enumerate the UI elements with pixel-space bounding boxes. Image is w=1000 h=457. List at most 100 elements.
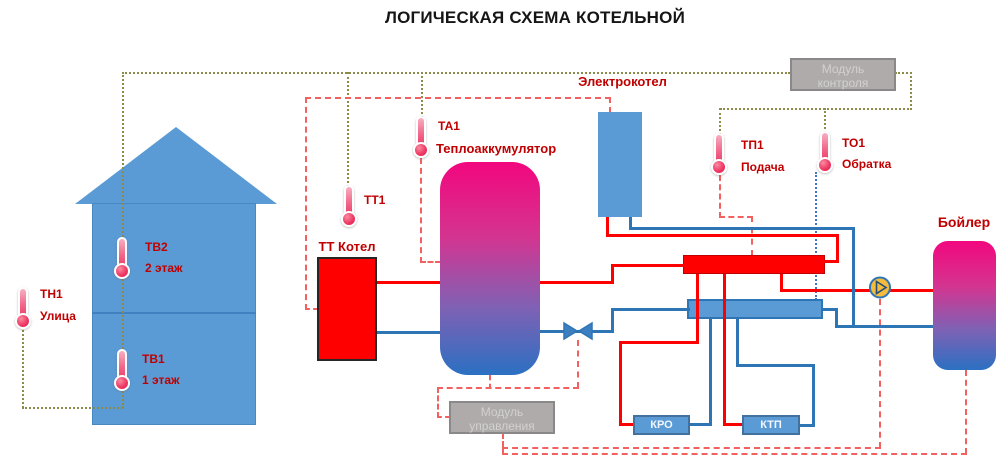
pipe-cold	[800, 424, 815, 427]
pipe-hot	[836, 234, 839, 263]
pipe-hot	[696, 274, 699, 344]
sensor-id-tp1: ТП1	[741, 138, 764, 152]
control-wire	[305, 97, 611, 99]
control-wire	[489, 375, 491, 389]
sensor-wire	[895, 72, 912, 74]
heat-accumulator-tank	[440, 162, 540, 375]
control-wire	[965, 370, 967, 454]
boiler-label: Бойлер	[937, 214, 991, 230]
pipe-hot	[820, 260, 839, 263]
sensor-id-ta1: ТА1	[438, 119, 460, 133]
control-wire	[879, 299, 881, 448]
sensor-wire	[719, 108, 721, 135]
management-module-label-line2: управления	[469, 419, 535, 433]
pipe-cold	[836, 325, 936, 328]
thermometer-icon	[14, 287, 32, 329]
pipe-hot	[723, 274, 726, 426]
sensor-sub-ta1: Теплоаккумулятор	[436, 141, 557, 156]
sensor-sub-tp1: Подача	[741, 160, 785, 174]
control-wire	[502, 453, 967, 455]
control-wire	[420, 158, 422, 263]
sensor-sub-to1: Обратка	[842, 157, 892, 171]
pipe-hot	[723, 423, 745, 426]
thermometer-icon	[113, 349, 131, 391]
pipe-cold	[736, 364, 815, 367]
thermometer-icon	[816, 131, 834, 173]
control-wire	[502, 447, 881, 449]
pipe-cold	[611, 308, 614, 333]
pipe-hot	[606, 234, 839, 237]
pipe-cold	[709, 319, 712, 426]
pipe-hot	[780, 274, 783, 292]
control-module-label-line1: Модуль	[821, 62, 865, 76]
zone-ktp: КТП	[742, 415, 800, 435]
valve-icon	[563, 321, 593, 341]
control-wire	[577, 340, 579, 388]
sensor-id-to1: ТО1	[842, 136, 866, 150]
page-title: ЛОГИЧЕСКАЯ СХЕМА КОТЕЛЬНОЙ	[384, 8, 686, 27]
control-wire	[420, 261, 441, 263]
sensor-wire	[122, 72, 790, 74]
control-wire	[437, 387, 439, 418]
control-wire	[719, 175, 721, 218]
sensor-wire	[22, 407, 123, 409]
sensor-wire	[22, 330, 24, 408]
pipe-cold	[690, 423, 712, 426]
pipe-cold	[736, 318, 739, 367]
pipe-cold	[611, 308, 690, 311]
pipe-hot	[606, 217, 609, 237]
pipe-cold	[629, 217, 632, 230]
control-module-label-line2: контроля	[817, 76, 869, 90]
pipe-hot	[611, 264, 614, 284]
control-wire	[305, 97, 307, 310]
pipe-hot	[619, 341, 622, 426]
control-wire	[609, 97, 611, 113]
pipe-hot	[540, 281, 614, 284]
sensor-wire	[824, 108, 826, 133]
pipe-hot	[377, 281, 441, 284]
thermometer-icon	[113, 237, 131, 279]
sensor-id-tb2: ТВ2	[145, 240, 168, 254]
pipe-cold	[821, 308, 838, 311]
house-roof	[75, 127, 277, 204]
pump-icon	[869, 276, 891, 299]
electric-boiler	[598, 112, 642, 217]
pipe-hot	[619, 423, 636, 426]
tt-boiler-label: ТТ Котел	[318, 239, 376, 254]
electric-boiler-label: Электрокотел	[578, 74, 667, 89]
control-wire	[305, 308, 318, 310]
sensor-wire	[421, 72, 423, 118]
pipe-cold	[835, 308, 838, 328]
sensor-sub-tb2: 2 этаж	[145, 261, 183, 275]
sensor-sub-tb1: 1 этаж	[142, 373, 180, 387]
return-manifold	[687, 299, 823, 319]
pipe-hot	[611, 264, 689, 267]
zone-kro: КРО	[633, 415, 690, 435]
solid-fuel-boiler	[317, 257, 377, 361]
supply-manifold	[683, 255, 825, 274]
sensor-sub-tn1: Улица	[40, 309, 76, 323]
sensor-wire	[347, 72, 349, 187]
hot-water-boiler-tank	[933, 241, 996, 370]
pipe-cold	[377, 331, 441, 334]
sensor-id-tn1: ТН1	[40, 287, 63, 301]
pipe-cold	[629, 227, 855, 230]
sensor-id-tb1: ТВ1	[142, 352, 165, 366]
thermometer-icon	[340, 185, 358, 227]
sensor-id-tt1: ТТ1	[364, 193, 386, 207]
pipe-cold	[852, 227, 855, 328]
pipe-hot	[780, 289, 936, 292]
control-wire	[437, 387, 579, 389]
management-module: Модуль управления	[449, 401, 555, 434]
control-module: Модуль контроля	[790, 58, 896, 91]
pipe-cold	[812, 365, 815, 427]
sensor-wire	[720, 108, 912, 110]
thermometer-icon	[710, 133, 728, 175]
house-floor-divider	[92, 312, 256, 314]
sensor-wire	[910, 72, 912, 110]
management-module-label-line1: Модуль	[480, 405, 524, 419]
thermometer-icon	[412, 116, 430, 158]
control-wire	[502, 433, 504, 455]
control-wire	[719, 216, 753, 218]
